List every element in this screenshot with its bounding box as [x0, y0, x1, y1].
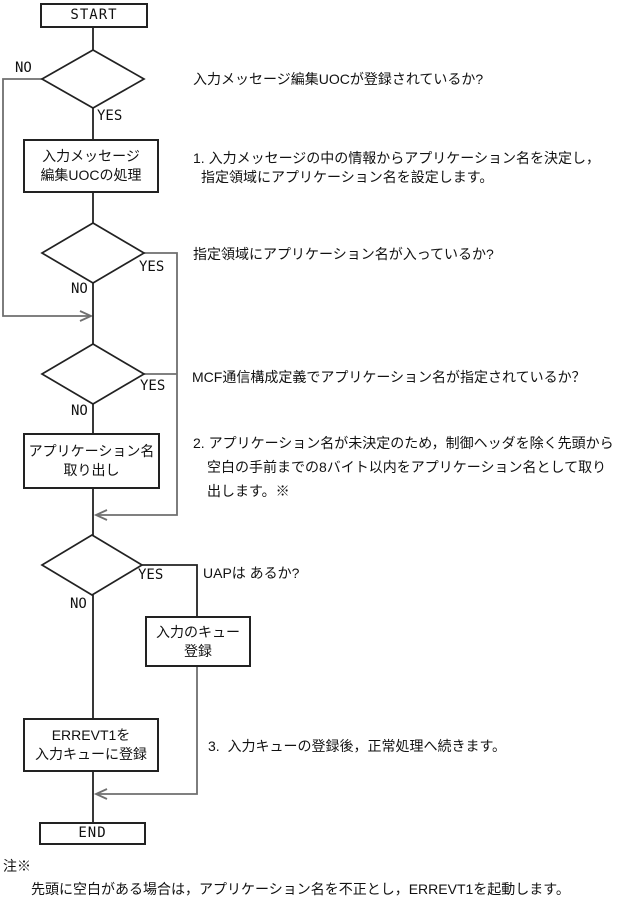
node-process-input-queue: 入力のキュー登録	[145, 616, 251, 667]
node-label-line: 入力メッセージ	[42, 148, 140, 164]
branch-label: NO	[71, 281, 88, 297]
annotation-line: 指定領域にアプリケーション名が入っているか?	[193, 246, 494, 262]
edge-d2-yes-route	[96, 252, 178, 516]
annotation-line: 1. 入力メッセージの中の情報からアプリケーション名を決定し，	[193, 150, 601, 166]
edge-d4-yes-to-p3	[142, 564, 198, 616]
decision-mcf-definition-diamond	[40, 343, 146, 405]
annotation-line: 空白の手前までの8バイト以内をアプリケーション名として取り	[207, 459, 607, 475]
decision-uap-exists-diamond	[40, 534, 144, 596]
annotation-line: 2. アプリケーション名が未決定のため，制御ヘッダを除く先頭から	[193, 435, 614, 451]
branch-label: YES	[140, 378, 166, 394]
node-label-line: アプリケーション名	[28, 443, 155, 459]
node-label-line: START	[70, 7, 118, 23]
annotation-line: MCF通信構成定義でアプリケーション名が指定されているか？	[192, 369, 586, 385]
decision-name-in-area-diamond	[40, 222, 146, 284]
node-label-line: 編集UOCの処理	[40, 167, 142, 183]
branch-label: YES	[138, 567, 164, 583]
branch-label: NO	[70, 596, 87, 612]
node-label-line: 入力キューに登録	[35, 746, 147, 762]
node-label-line: 登録	[184, 642, 212, 659]
annotation-line: 入力メッセージ編集UOCが登録されているか?	[193, 71, 484, 87]
annotation-line: 3. 入力キューの登録後，正常処理へ続きます。	[208, 738, 507, 754]
node-label-line: 入力のキュー	[156, 623, 240, 640]
note-marker: 注※	[3, 858, 31, 874]
arrowhead-d1-no-feedback	[79, 310, 94, 322]
branch-label: YES	[97, 108, 123, 124]
arrowhead-d2-yes-route	[93, 509, 108, 521]
branch-label: NO	[15, 60, 32, 76]
node-process-uoc: 入力メッセージ編集UOCの処理	[23, 139, 159, 193]
branch-label: YES	[139, 259, 165, 275]
decision-uoc-registered-diamond	[40, 49, 146, 109]
node-process-extract-name: アプリケーション名取り出し	[23, 433, 160, 489]
node-start: START	[40, 3, 148, 28]
edge-d1-no-feedback	[2, 78, 91, 317]
note-text: 先頭に空白がある場合は，アプリケーション名を不正とし，ERREVT1を起動します…	[31, 881, 570, 897]
annotation-line: 出します。※	[207, 483, 290, 499]
branch-label: NO	[71, 403, 88, 419]
annotation-line: 指定領域にアプリケーション名を設定します。	[201, 169, 494, 185]
node-process-errevt1: ERREVT1を入力キューに登録	[23, 718, 159, 772]
edge-p3-down-merge	[96, 667, 198, 795]
node-label-line: ERREVT1を	[51, 727, 131, 743]
arrowhead-p3-down-merge	[93, 788, 108, 800]
node-end: END	[39, 822, 146, 845]
node-label-line: END	[78, 825, 107, 841]
node-label-line: 取り出し	[63, 462, 120, 478]
annotation-line: UAPは あるか?	[203, 565, 300, 581]
